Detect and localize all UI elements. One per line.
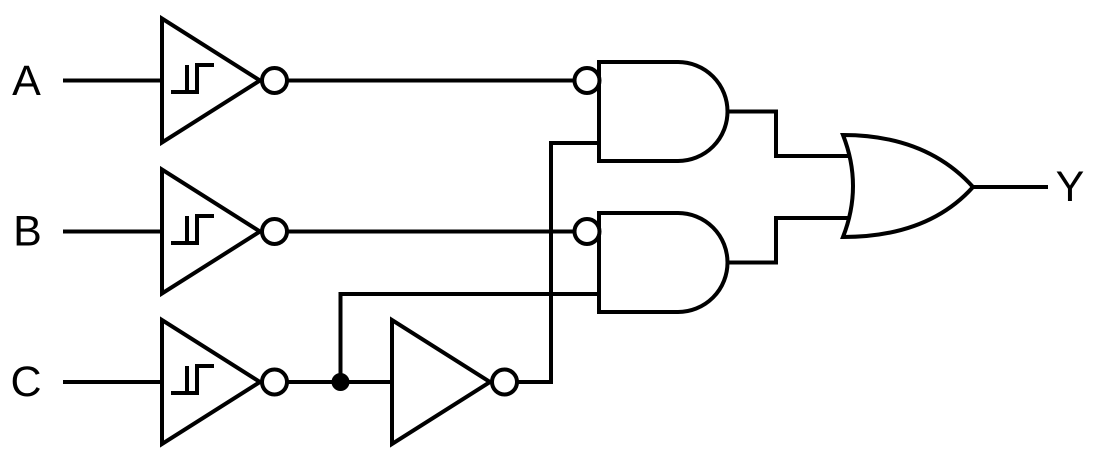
- hysteresis-icon: [171, 63, 214, 94]
- bubble-schmitt-c-output: [260, 367, 289, 397]
- bubble-and-bottom-input: [572, 217, 602, 246]
- or-gate: [840, 132, 976, 240]
- bubble-inverter-c2-output: [490, 367, 519, 397]
- wire-and-top-to-or: [725, 109, 860, 158]
- wire-and-bottom-to-or: [725, 216, 860, 265]
- wire-inverter-c2-to-and-top: [510, 141, 602, 384]
- inverter-triangle: [160, 316, 264, 448]
- and-gate-bottom: [597, 211, 730, 314]
- bubble-schmitt-b-output: [260, 217, 289, 246]
- inversion-bubbles: [260, 66, 602, 397]
- and-gate-body: [597, 60, 730, 163]
- input-a-label: A: [12, 57, 41, 105]
- or-gate-body: [840, 132, 976, 240]
- bubble-schmitt-a-output: [260, 66, 289, 95]
- inverter-triangle: [160, 14, 264, 147]
- bubble-and-top-input: [572, 66, 602, 95]
- output-y-label: Y: [1056, 163, 1085, 211]
- schmitt-inverter-b: [160, 165, 264, 298]
- input-c-label: C: [10, 358, 41, 406]
- signal-labels: A B C Y: [10, 57, 1084, 406]
- and-gate-body: [597, 211, 730, 314]
- inverter-triangle: [390, 316, 494, 448]
- and-gate-top: [597, 60, 730, 163]
- schmitt-inverter-c: [160, 316, 264, 448]
- hysteresis-icon: [171, 214, 214, 245]
- schmitt-inverter-a: [160, 14, 264, 147]
- hysteresis-icon: [171, 364, 214, 395]
- inverter-c2: [390, 316, 494, 448]
- inverter-triangle: [160, 165, 264, 298]
- input-b-label: B: [13, 208, 42, 256]
- junction-dot: [331, 373, 350, 391]
- wire-notc-branch-to-and-bottom: [338, 292, 602, 382]
